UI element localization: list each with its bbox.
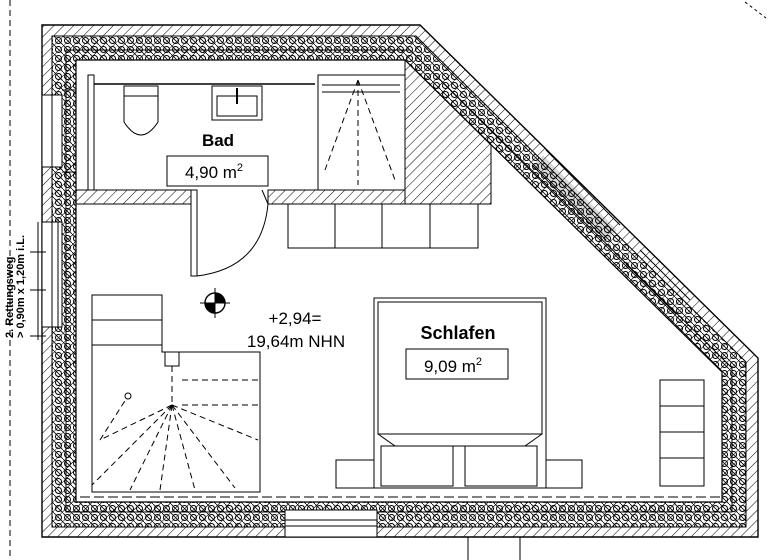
escape-route-dimension (30, 222, 46, 340)
shower (317, 74, 406, 191)
escape-route-label: 2. Rettungsweg (4, 257, 16, 338)
window-left-lower (41, 221, 63, 328)
window-diagonal-2 (625, 249, 691, 315)
elevation-marker-icon (200, 288, 230, 318)
window-bottom (284, 509, 521, 560)
room-name-bad: Bad (202, 131, 234, 150)
room-name-schlafen: Schlafen (420, 323, 495, 343)
window-left-upper (41, 89, 76, 173)
room-area-box-bad (166, 155, 269, 187)
elevation-line-1: +2,94= (269, 309, 322, 328)
bathroom-walls (75, 58, 492, 205)
room-area-bad: 4,90 m2 (185, 162, 243, 182)
escape-route-size: > 0,90m x 1,20m i.L. (15, 235, 27, 338)
north-marker (744, 1, 767, 19)
window-diagonal-1 (531, 149, 621, 241)
bed (335, 297, 583, 489)
wardrobe-right (659, 379, 705, 487)
room-area-schlafen: 9,09 m2 (424, 356, 482, 376)
toilet (123, 85, 159, 136)
room-area-box-schlafen (405, 348, 509, 380)
wardrobe-upper (287, 203, 479, 249)
washbasin (211, 85, 263, 121)
staircase (91, 294, 261, 493)
bathroom-door (190, 189, 269, 277)
elevation-line-2: 19,64m NHN (247, 332, 345, 351)
